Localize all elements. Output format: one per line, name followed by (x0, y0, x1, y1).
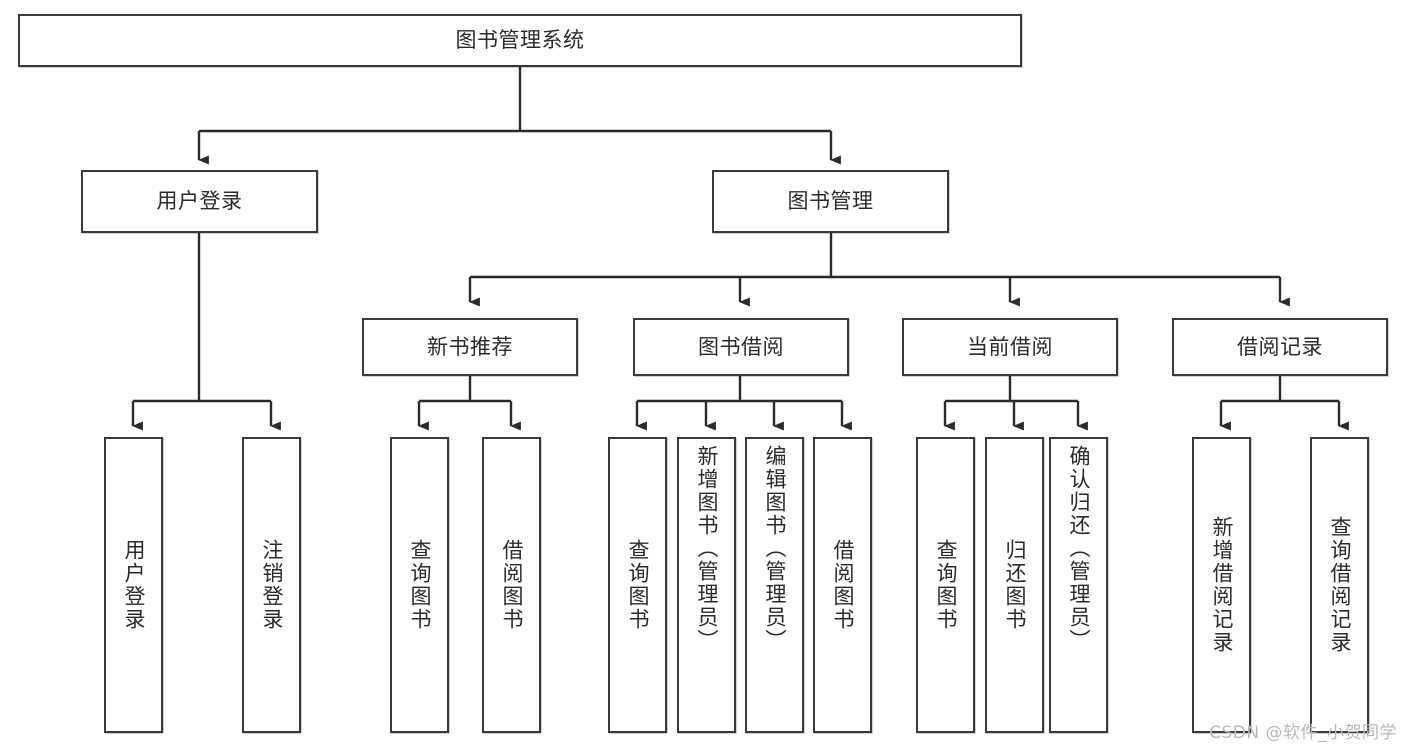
node-leaf-borrow-book-1-label: 借阅图书 (500, 539, 524, 631)
node-user-login-label: 用户登录 (156, 189, 243, 214)
node-leaf-confirm-return[interactable]: 确认归还（管理员） (1049, 437, 1108, 733)
csdn-watermark: CSDN @软件_小贺同学 (1209, 723, 1397, 743)
node-leaf-add-book-label: 新增图书（管理员） (695, 445, 719, 652)
node-book-manage[interactable]: 图书管理 (712, 170, 949, 233)
node-leaf-edit-book-label: 编辑图书（管理员） (763, 445, 787, 652)
node-leaf-add-record[interactable]: 新增借阅记录 (1192, 437, 1251, 733)
node-user-login[interactable]: 用户登录 (81, 170, 318, 233)
node-book-borrow-label: 图书借阅 (698, 334, 784, 359)
node-leaf-query-book-1[interactable]: 查询图书 (390, 437, 449, 733)
node-leaf-query-book-3-label: 查询图书 (934, 539, 958, 631)
node-leaf-borrow-book-2[interactable]: 借阅图书 (813, 437, 872, 733)
node-leaf-add-record-label: 新增借阅记录 (1210, 516, 1234, 654)
node-leaf-edit-book[interactable]: 编辑图书（管理员） (745, 437, 804, 733)
node-book-manage-label: 图书管理 (787, 189, 874, 214)
node-leaf-return-book[interactable]: 归还图书 (985, 437, 1044, 733)
node-root[interactable]: 图书管理系统 (18, 14, 1022, 67)
node-new-book-rec[interactable]: 新书推荐 (362, 318, 578, 376)
node-leaf-query-record-label: 查询借阅记录 (1328, 516, 1352, 654)
node-current-borrow-label: 当前借阅 (967, 334, 1053, 359)
node-leaf-query-book-2[interactable]: 查询图书 (608, 437, 667, 733)
node-leaf-return-book-label: 归还图书 (1003, 539, 1027, 631)
node-leaf-query-record[interactable]: 查询借阅记录 (1310, 437, 1369, 733)
node-leaf-user-login-label: 用户登录 (122, 539, 146, 631)
node-leaf-add-book[interactable]: 新增图书（管理员） (677, 437, 736, 733)
node-leaf-borrow-book-1[interactable]: 借阅图书 (482, 437, 541, 733)
node-leaf-borrow-book-2-label: 借阅图书 (831, 539, 855, 631)
node-new-book-rec-label: 新书推荐 (427, 334, 513, 359)
node-leaf-logout-login-label: 注销登录 (260, 539, 284, 631)
node-borrow-record[interactable]: 借阅记录 (1172, 318, 1388, 376)
node-leaf-query-book-2-label: 查询图书 (626, 539, 650, 631)
node-borrow-record-label: 借阅记录 (1237, 334, 1323, 359)
node-leaf-query-book-3[interactable]: 查询图书 (916, 437, 975, 733)
node-leaf-logout-login[interactable]: 注销登录 (242, 437, 301, 733)
node-root-label: 图书管理系统 (455, 28, 585, 53)
node-book-borrow[interactable]: 图书借阅 (633, 318, 849, 376)
node-current-borrow[interactable]: 当前借阅 (902, 318, 1118, 376)
node-leaf-user-login[interactable]: 用户登录 (104, 437, 163, 733)
node-leaf-query-book-1-label: 查询图书 (408, 539, 432, 631)
node-leaf-confirm-return-label: 确认归还（管理员） (1067, 445, 1091, 652)
